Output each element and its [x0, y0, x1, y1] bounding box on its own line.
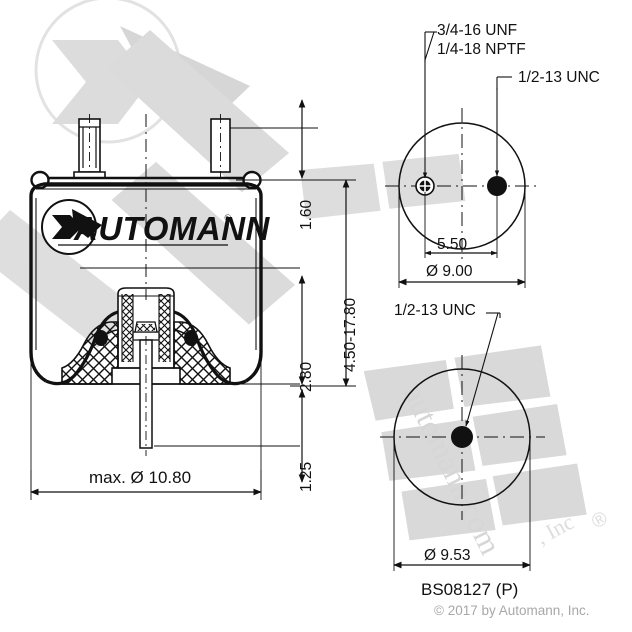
dim-label-plate-diameter: Ø 9.00 — [426, 263, 473, 280]
vertical-dimension-lines — [290, 99, 356, 483]
automann-brand-logo: AUTOMANN ® — [41, 199, 271, 255]
callout-air-fitting-port: 1/4-18 NPTF — [437, 41, 526, 58]
top-view-stud — [487, 176, 507, 196]
bottom-view-piston — [380, 312, 545, 571]
side-view-assembly — [29, 114, 318, 500]
air-fitting-port — [415, 176, 435, 196]
brand-wordmark: AUTOMANN — [73, 210, 271, 247]
bottom-view-stud — [451, 426, 473, 448]
top-stud-left — [73, 114, 106, 179]
copyright-notice: © 2017 by Automann, Inc. — [434, 603, 590, 618]
dim-label-top-plate-height: 1.60 — [298, 199, 315, 230]
dim-label-piston-diameter: Ø 9.53 — [424, 547, 471, 564]
dim-label-stroke-range: 4.50-17.80 — [342, 297, 359, 372]
top-view-plate — [385, 31, 540, 288]
callout-stud-thread-top: 1/2-13 UNC — [518, 69, 600, 86]
dim-label-base-height: 1.25 — [298, 461, 315, 492]
callout-stud-thread-bottom: 1/2-13 UNC — [394, 302, 476, 319]
top-stud-right — [210, 114, 231, 178]
dim-label-bolt-spacing: 5.50 — [437, 236, 468, 253]
leader-stud-bottom — [465, 312, 499, 427]
part-number: BS08127 (P) — [421, 580, 519, 599]
dim-label-overall-width: max. Ø 10.80 — [89, 468, 192, 487]
center-mounting-bolt — [132, 321, 160, 456]
callout-air-fitting-thread: 3/4-16 UNF — [437, 22, 518, 39]
brand-registered-icon: ® — [222, 212, 234, 223]
dim-label-piston-height: 2.80 — [298, 361, 315, 392]
